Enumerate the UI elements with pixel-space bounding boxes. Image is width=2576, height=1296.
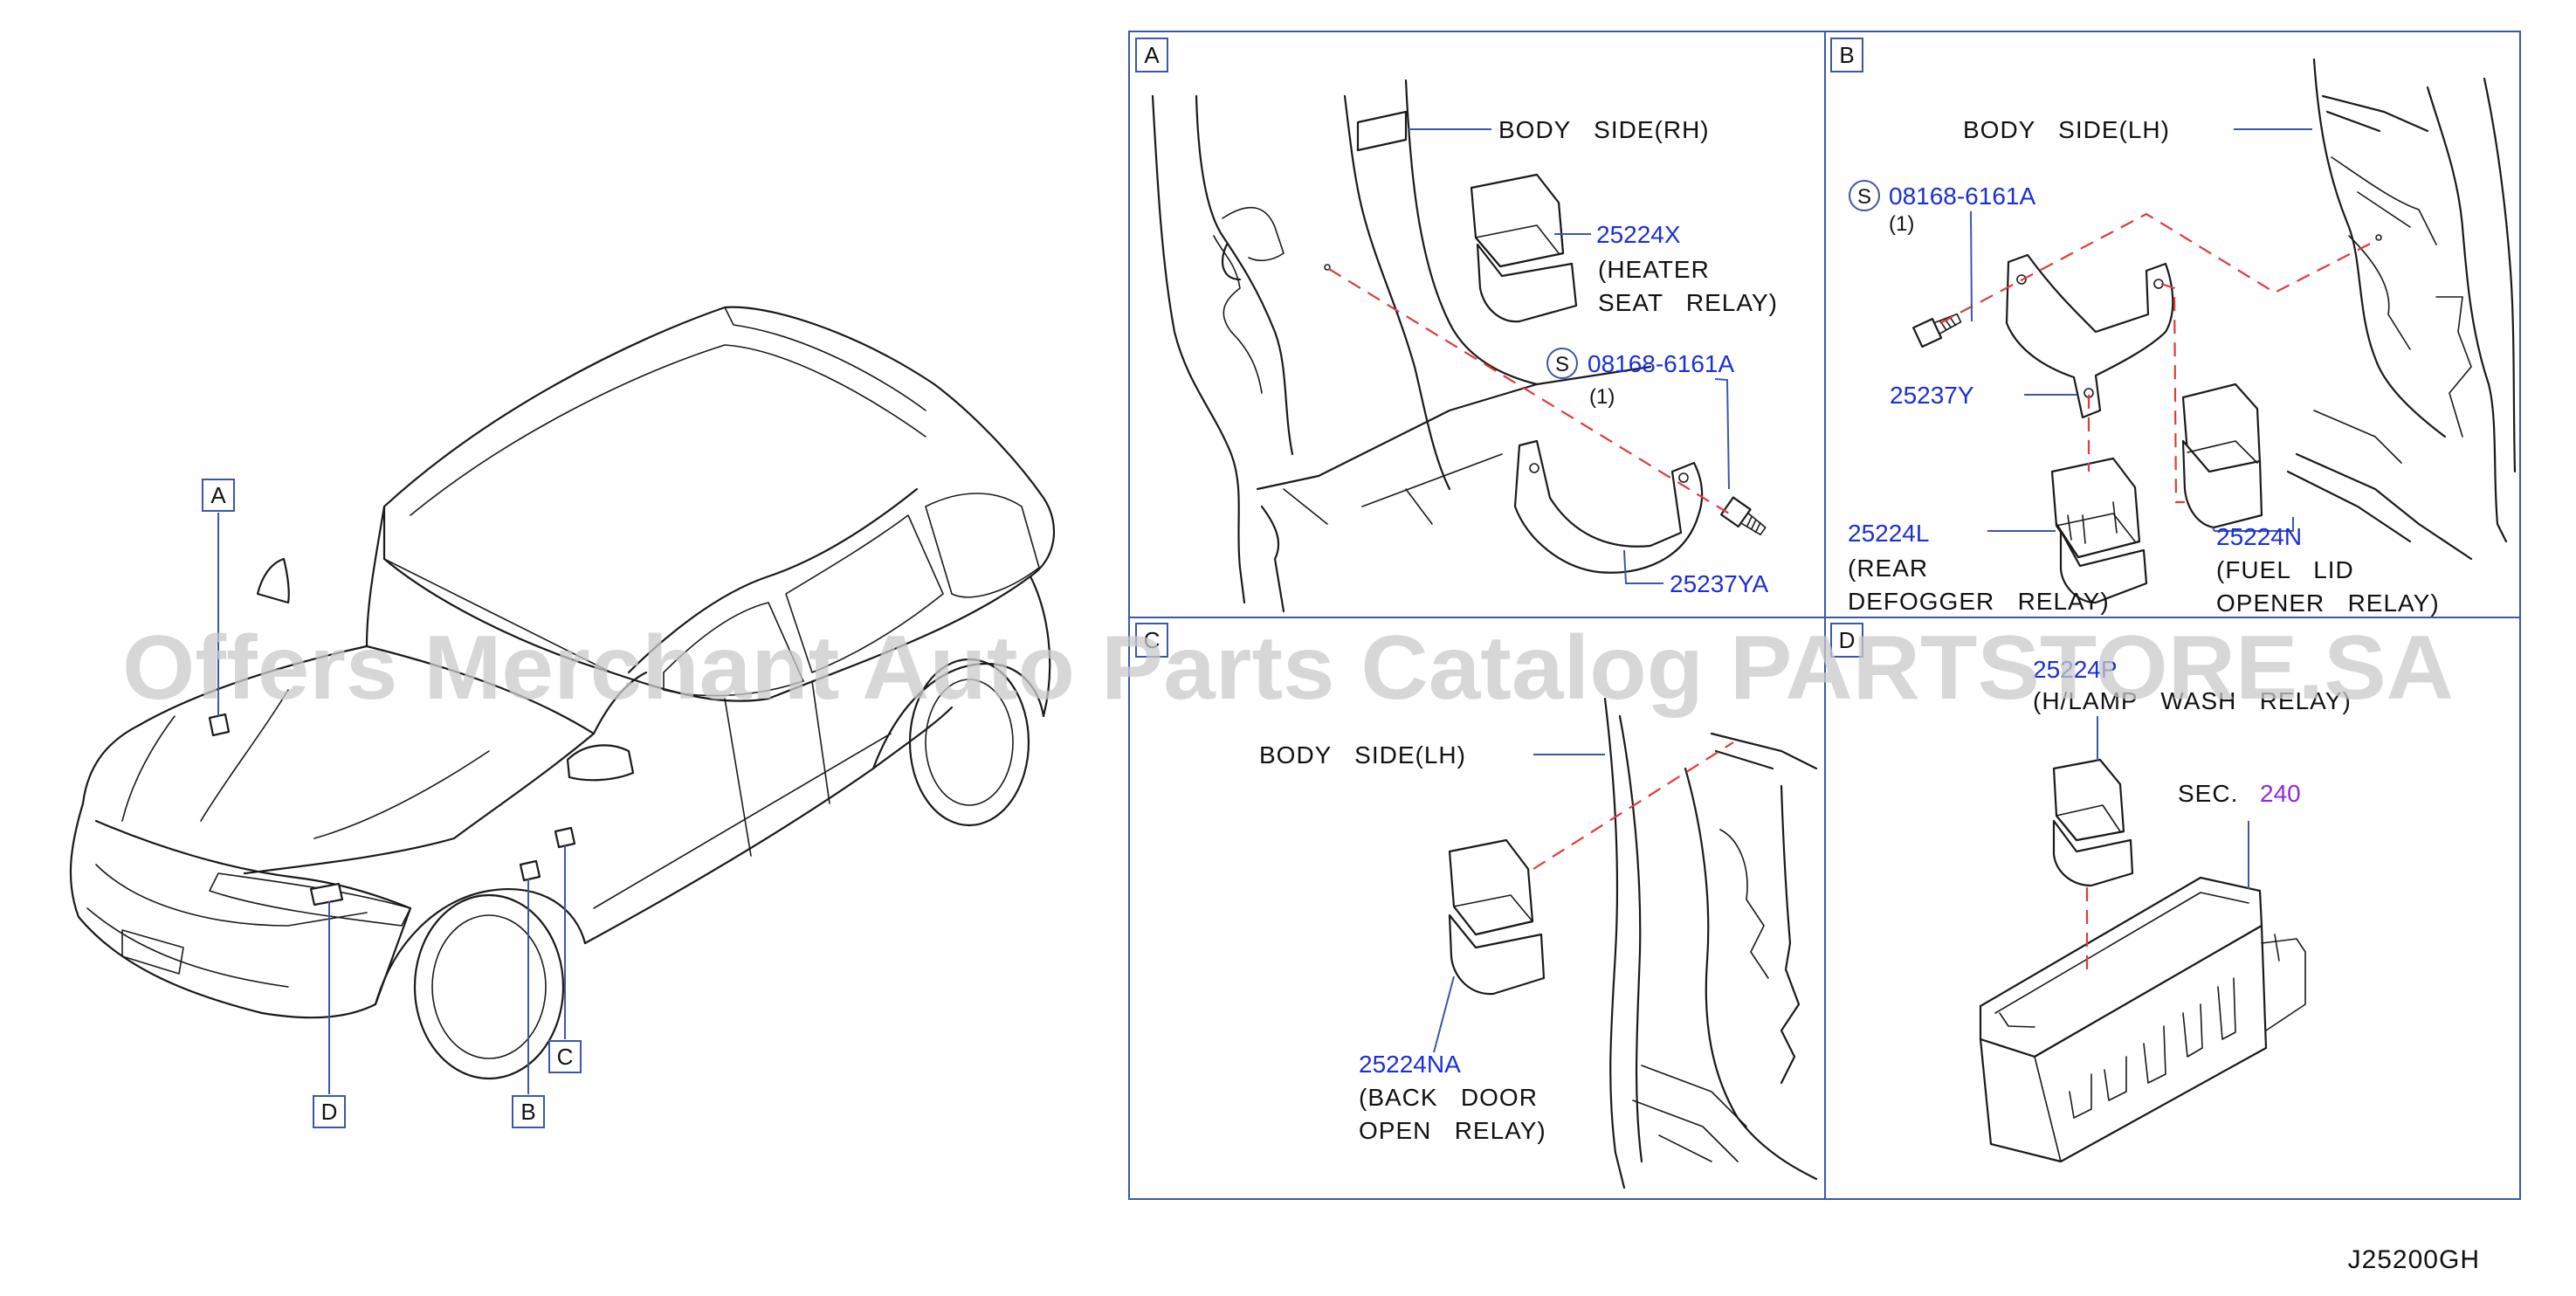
callout-b: B <box>520 1099 535 1125</box>
panel-a-bolt-symbol: S <box>1555 353 1569 376</box>
panel-d-sec-number-link[interactable]: 240 <box>2260 780 2301 807</box>
panel-b-bolt-quantity: (1) <box>1889 212 1914 236</box>
callout-box-c <box>548 1040 582 1073</box>
callout-d: D <box>321 1099 338 1125</box>
panel-d-sec-label: SEC. <box>2178 780 2238 807</box>
panel-d-drawing <box>1979 758 2306 1163</box>
callout-box-d <box>313 1095 346 1128</box>
callout-c: C <box>557 1044 574 1070</box>
panel-b-bolt-part-number: 08168-6161A <box>1889 183 2035 210</box>
panel-b-relay1-part-number: 25224L <box>1848 520 1929 547</box>
panel-b-relay2-name-line1: (FUEL LID <box>2216 556 2354 583</box>
panel-a-relay-part-number: 25224X <box>1596 221 1681 248</box>
panel-a-bracket-part-number: 25237YA <box>1670 570 1768 597</box>
panel-c-relay-name-line2: OPEN RELAY) <box>1359 1117 1546 1144</box>
panel-d-relay-part-number: 25224P <box>2033 656 2118 683</box>
panel-d-relay-name: (H/LAMP WASH RELAY) <box>2033 687 2352 714</box>
panel-c-letter: C <box>1144 627 1161 653</box>
callout-box-a <box>202 479 235 512</box>
panel-a-drawing <box>1151 79 1767 613</box>
panel-b-relay1-name-line1: (REAR <box>1848 555 1928 582</box>
detail-panels-frame <box>1128 31 2521 1200</box>
diagram-code: J25200GH <box>2348 1245 2480 1274</box>
panel-a-body-side-label: BODY SIDE(RH) <box>1498 116 1710 143</box>
panel-b-bolt-symbol: S <box>1857 185 1871 209</box>
panel-b-body-side-label: BODY SIDE(LH) <box>1963 116 2170 143</box>
panel-a-relay-name-line2: SEAT RELAY) <box>1598 289 1778 316</box>
panel-b-relay2-name-line2: OPENER RELAY) <box>2216 589 2440 617</box>
callout-a: A <box>210 482 226 508</box>
panel-b-relay2-part-number: 25224N <box>2216 523 2302 550</box>
panel-c-relay-part-number: 25224NA <box>1359 1051 1461 1078</box>
panel-a-bolt-part-number: 08168-6161A <box>1588 350 1734 377</box>
panel-a-letter: A <box>1144 42 1160 68</box>
panel-b-bracket-part-number: 25237Y <box>1890 382 1974 409</box>
panel-c-drawing <box>1448 697 1818 1189</box>
panel-c-body-side-label: BODY SIDE(LH) <box>1259 741 1466 769</box>
panel-d-letter: D <box>1839 627 1856 653</box>
panel-a-bolt-quantity: (1) <box>1589 385 1615 409</box>
callout-box-b <box>512 1095 545 1128</box>
car-illustration <box>69 306 1056 1128</box>
watermark-text: Offers Merchant Auto Parts Catalog PARTS… <box>122 617 2454 719</box>
panel-a-relay-name-line1: (HEATER <box>1598 256 1710 283</box>
panel-b-letter: B <box>1839 42 1854 68</box>
panel-b-drawing <box>1912 58 2517 604</box>
panel-b-relay1-name-line2: DEFOGGER RELAY) <box>1848 588 2110 615</box>
panel-c-relay-name-line1: (BACK DOOR <box>1359 1084 1538 1111</box>
